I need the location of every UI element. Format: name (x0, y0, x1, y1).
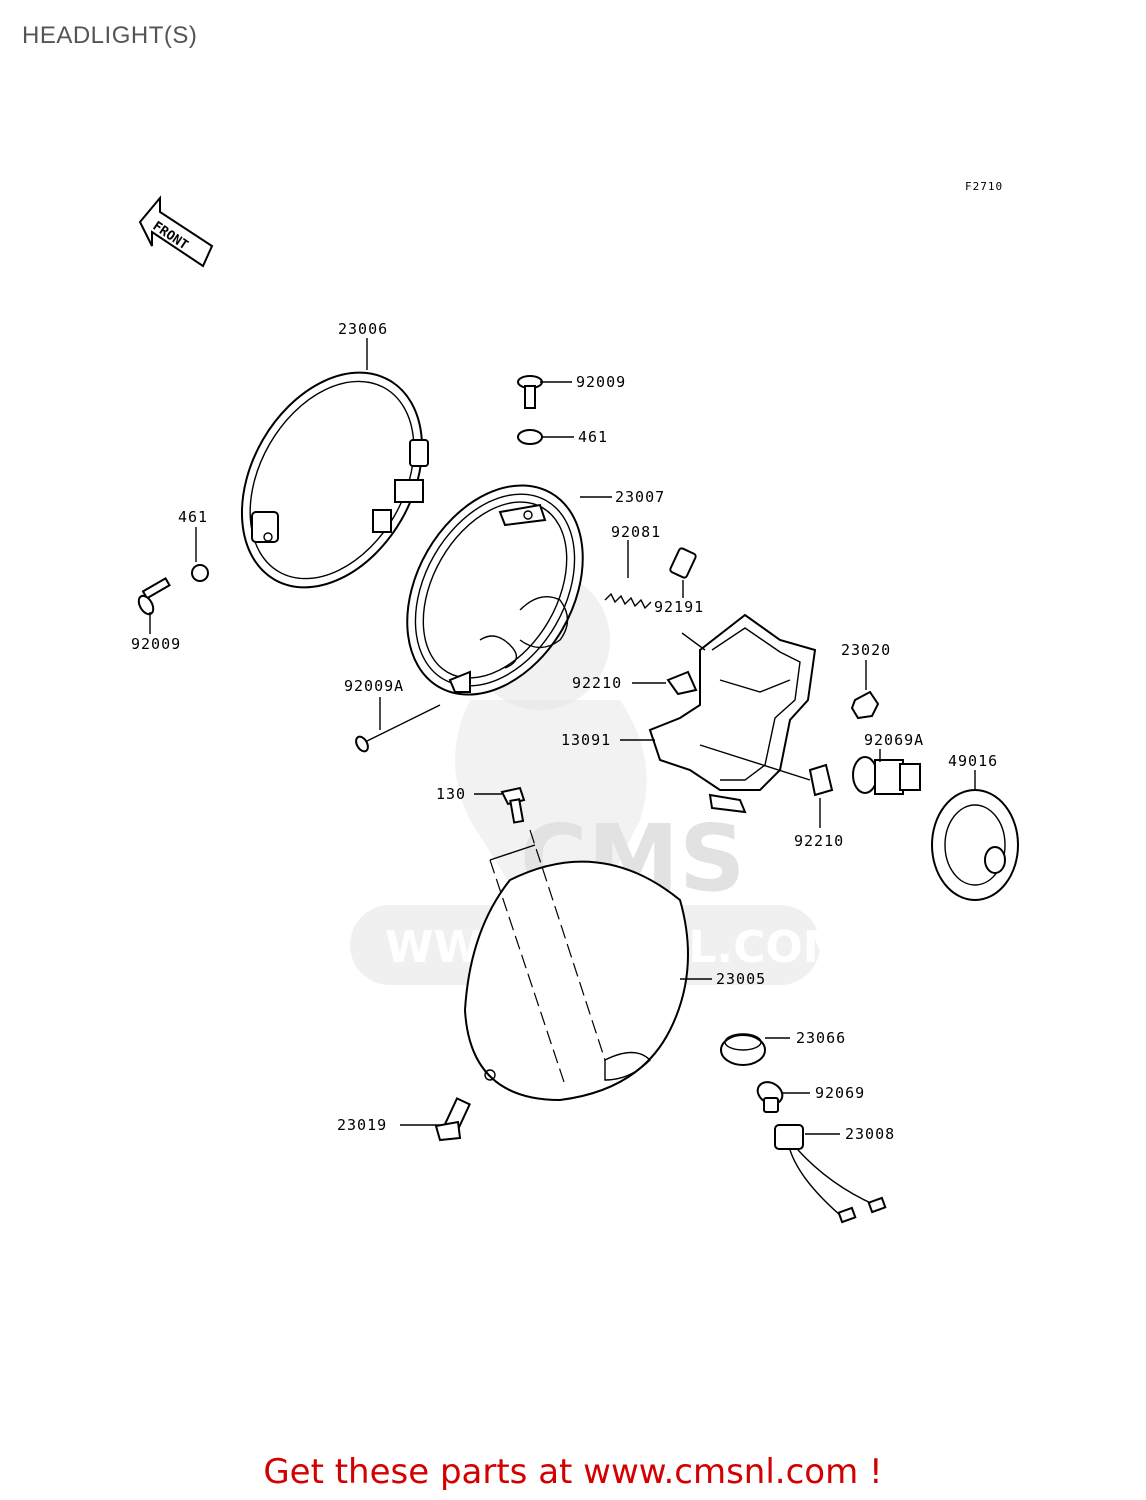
collar-92191 (669, 547, 697, 579)
label-92210-bottom: 92210 (794, 832, 844, 850)
figure-code: F2710 (965, 180, 1003, 193)
page-title: HEADLIGHT(S) (22, 22, 198, 49)
label-23007: 23007 (615, 488, 665, 506)
headlight-bracket-13091 (648, 613, 817, 814)
part-labels: 23006 92009 461 23007 92081 461 92191 92… (131, 320, 998, 1143)
clip-92210-bottom (808, 763, 834, 797)
bulb-92069a (852, 756, 921, 795)
front-arrow-icon: FRONT (138, 195, 214, 268)
alignment-lines (489, 829, 606, 1086)
leader-lines (149, 338, 976, 1135)
label-92081: 92081 (611, 523, 661, 541)
washer-461-left (191, 564, 209, 582)
screw-23019 (434, 1097, 472, 1142)
label-13091: 13091 (561, 731, 611, 749)
screw-92009a (355, 704, 441, 753)
label-92009-top: 92009 (576, 373, 626, 391)
label-23008: 23008 (845, 1125, 895, 1143)
label-92210-top: 92210 (572, 674, 622, 692)
dust-cover-49016 (931, 789, 1019, 901)
label-92009a: 92009A (344, 677, 404, 695)
bolt-130 (500, 786, 526, 824)
headlight-rim-23006 (240, 371, 429, 589)
label-23005: 23005 (716, 970, 766, 988)
label-23019: 23019 (337, 1116, 387, 1134)
nut-23020 (850, 690, 880, 720)
headlight-unit-23005 (463, 860, 689, 1102)
grommet-23066 (720, 1033, 766, 1066)
label-130: 130 (436, 785, 466, 803)
socket-23008 (774, 1124, 887, 1224)
spring-92081 (604, 592, 652, 610)
label-92069a: 92069A (864, 731, 924, 749)
label-92191: 92191 (654, 598, 704, 616)
clip-92210-top (666, 670, 698, 696)
washer-461-top (517, 429, 543, 445)
label-23006: 23006 (338, 320, 388, 338)
screw-92009-top (517, 375, 543, 409)
label-92009-left: 92009 (131, 635, 181, 653)
promo-link[interactable]: Get these parts at www.cmsnl.com ! (263, 1452, 883, 1492)
label-92069: 92069 (815, 1084, 865, 1102)
label-49016: 49016 (948, 752, 998, 770)
bulb-92069 (756, 1081, 784, 1113)
screw-92009-left (137, 576, 171, 616)
label-461-left: 461 (178, 508, 208, 526)
label-461-top: 461 (578, 428, 608, 446)
label-23020: 23020 (841, 641, 891, 659)
label-23066: 23066 (796, 1029, 846, 1047)
headlight-inner-ring-23007 (406, 484, 584, 696)
